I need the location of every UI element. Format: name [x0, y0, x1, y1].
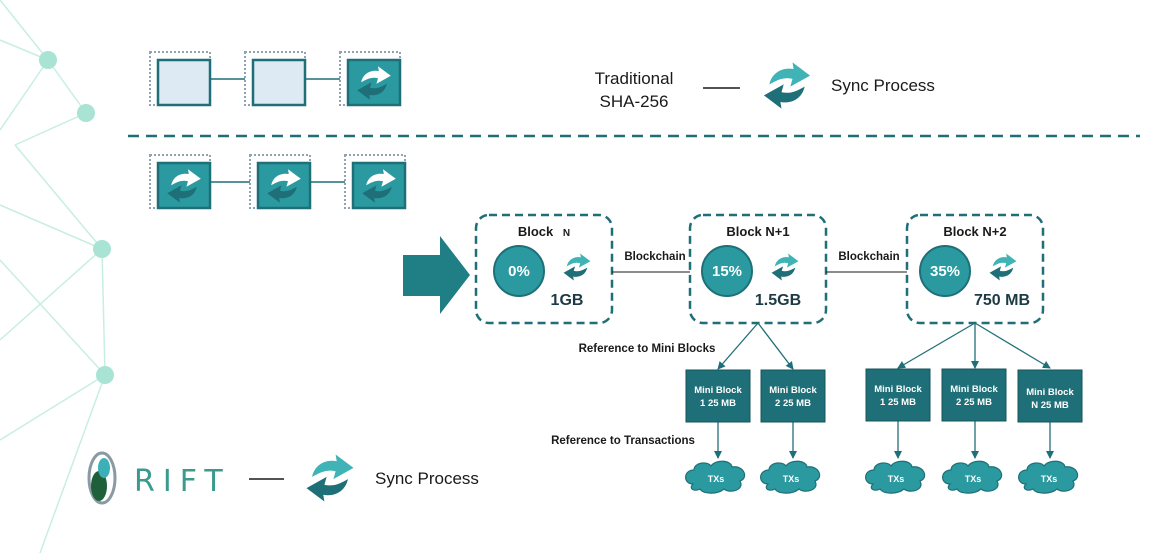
rift-block-2 [256, 161, 312, 210]
mini-block-size: 2 25 MB [775, 398, 811, 409]
mini-block-size: 1 25 MB [880, 397, 916, 408]
sync-arrows-icon [306, 454, 354, 502]
mini-block: Mini Block N 25 MB [1017, 369, 1083, 423]
rift-logo: RIFT [87, 451, 231, 505]
tx-label: TXs [783, 474, 800, 484]
block-percent: 15% [712, 263, 742, 280]
rift-block-3 [351, 161, 407, 210]
traditional-label-line2: SHA-256 [600, 92, 669, 111]
block-n-plus-1: Block N+1 15% 1.5GB [688, 213, 828, 325]
traditional-block-1 [156, 58, 212, 107]
block-size: 1.5GB [755, 292, 801, 309]
reference-transactions-label: Reference to Transactions [551, 435, 695, 447]
block-percent: 0% [508, 263, 530, 280]
svg-text:Block N: Block N [518, 224, 570, 239]
block-n-plus-2: Block N+2 35% 750 MB [905, 213, 1045, 325]
rift-sync-label: Sync Process [375, 469, 479, 488]
mini-block: Mini Block 2 25 MB [760, 369, 826, 423]
network-decoration [0, 0, 114, 553]
block-size: 1GB [551, 292, 584, 309]
traditional-label-line1: Traditional [595, 69, 674, 88]
tx-label: TXs [1041, 474, 1058, 484]
mini-block: Mini Block 1 25 MB [685, 369, 751, 423]
block-percent: 35% [930, 263, 960, 280]
tx-cloud: TXs [760, 460, 821, 494]
mini-block-label: Mini Block [950, 384, 998, 395]
rift-logo-text: RIFT [134, 464, 231, 499]
big-right-arrow-icon [403, 236, 470, 314]
block-size: 750 MB [974, 292, 1030, 309]
block-title: Block N+2 [943, 224, 1006, 239]
block-title-sub: N [563, 228, 570, 239]
mini-block-label: Mini Block [1026, 387, 1074, 398]
traditional-chain [149, 51, 402, 107]
block-title: Block N+1 [726, 224, 789, 239]
rift-block-1 [156, 161, 212, 210]
mini-block-size: 2 25 MB [956, 397, 992, 408]
tx-label: TXs [965, 474, 982, 484]
tx-label: TXs [708, 474, 725, 484]
mini-block: Mini Block 1 25 MB [865, 368, 931, 422]
rift-logo-icon [87, 451, 117, 505]
traditional-block-2 [251, 58, 307, 107]
mini-block: Mini Block 2 25 MB [941, 368, 1007, 422]
rift-chain [149, 154, 407, 210]
tx-cloud: TXs [942, 460, 1003, 494]
reference-mini-blocks-label: Reference to Mini Blocks [579, 343, 716, 355]
mini-block-size: 1 25 MB [700, 398, 736, 409]
tx-cloud: TXs [1018, 460, 1079, 494]
traditional-block-syncing [346, 58, 402, 107]
link-label-1: Blockchain [624, 251, 685, 263]
tx-label: TXs [888, 474, 905, 484]
mini-block-size: N 25 MB [1031, 400, 1069, 411]
tx-cloud: TXs [685, 460, 746, 494]
tx-cloud: TXs [865, 460, 926, 494]
block-title: Block [518, 224, 554, 239]
sync-arrows-icon [763, 62, 811, 109]
mini-block-label: Mini Block [874, 384, 922, 395]
mini-block-label: Mini Block [769, 385, 817, 396]
mini-block-connectors [714, 322, 1054, 459]
block-n: Block N 0% 1GB [474, 213, 614, 325]
mini-block-label: Mini Block [694, 385, 742, 396]
traditional-sync-label: Sync Process [831, 76, 935, 95]
link-label-2: Blockchain [838, 251, 899, 263]
